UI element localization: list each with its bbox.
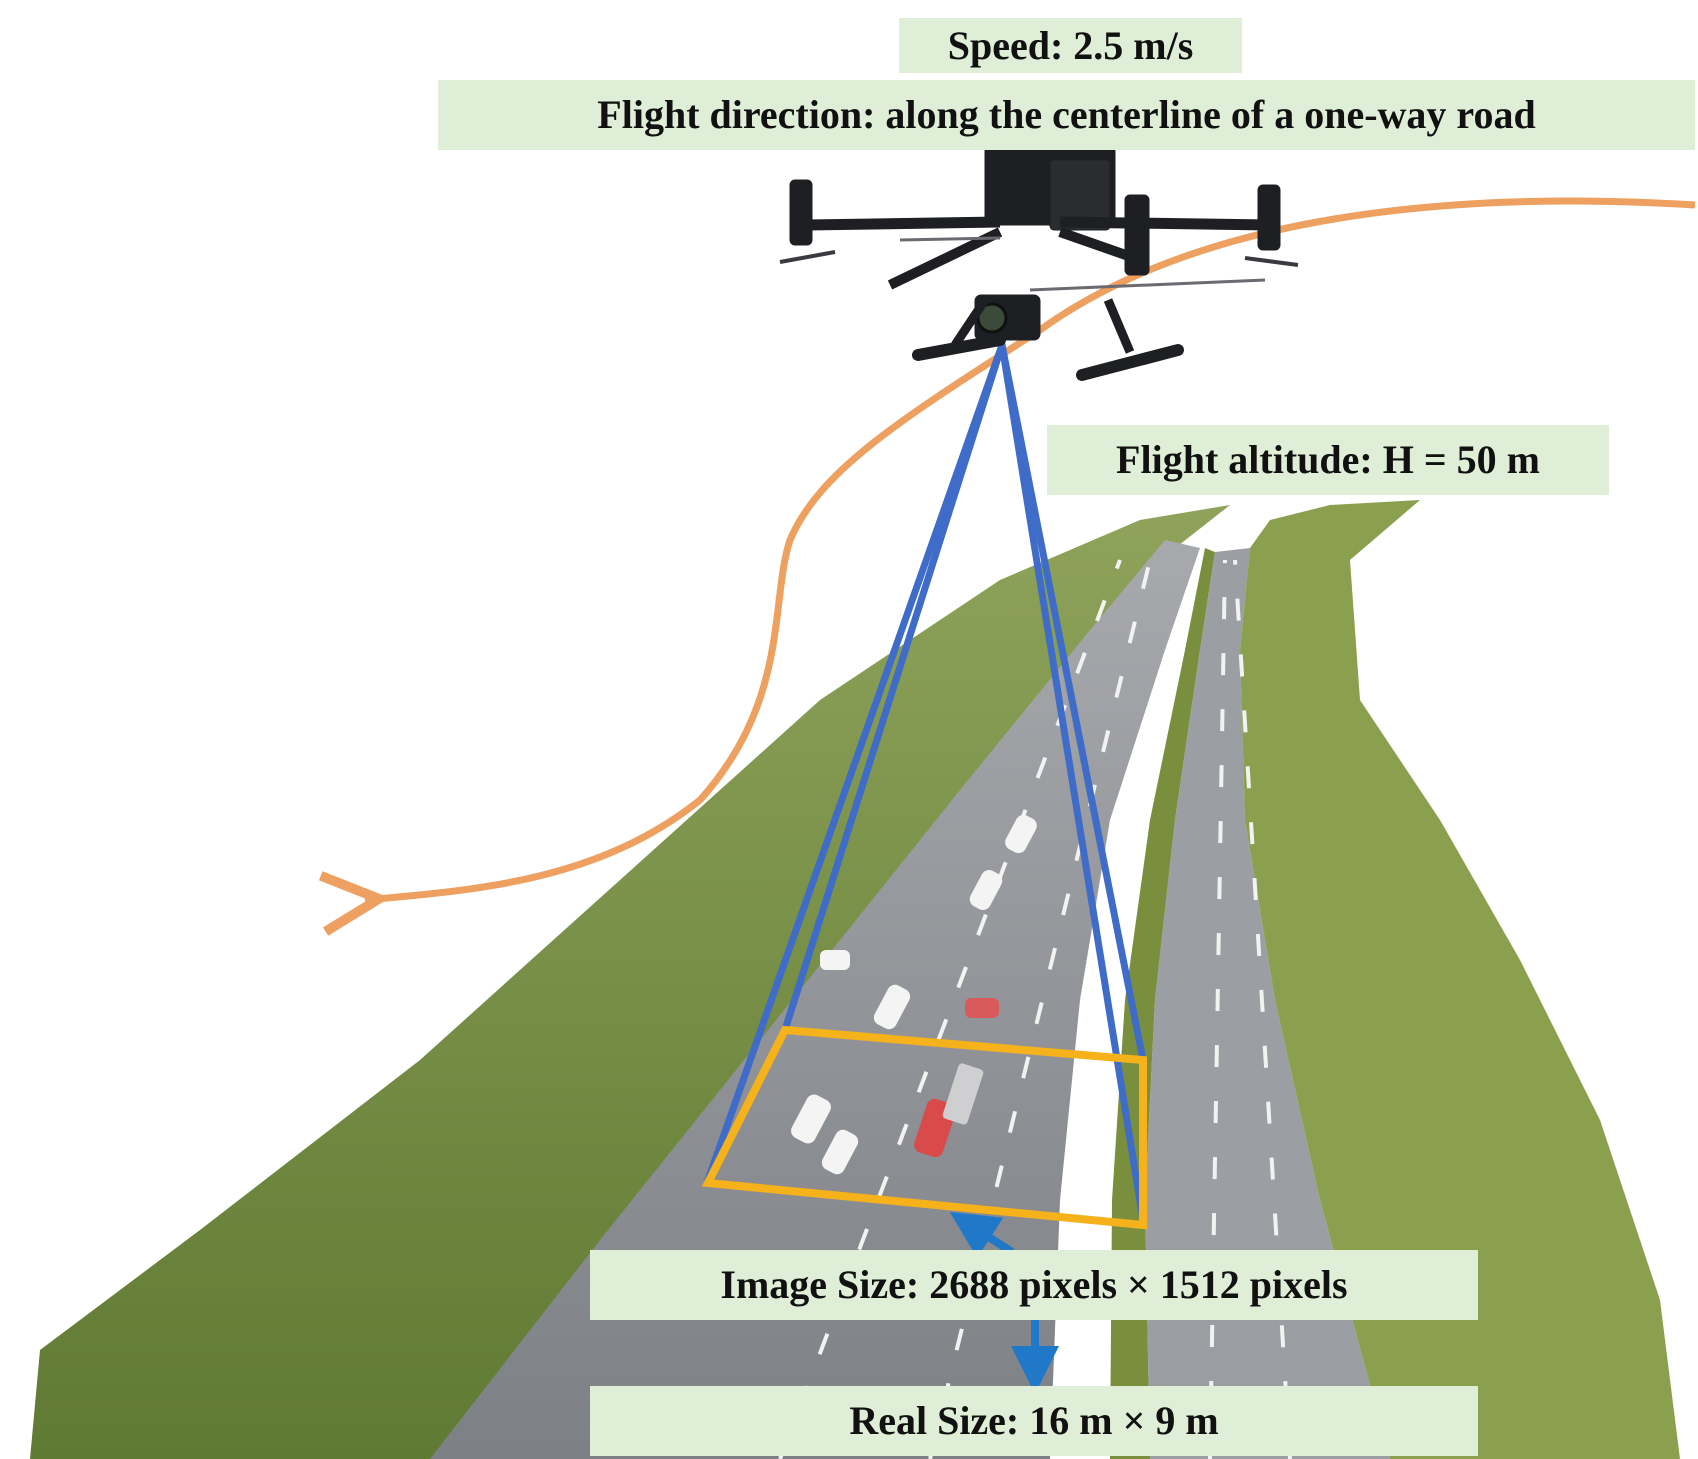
quadcopter-drone-icon	[779, 144, 1299, 381]
arrow-up-left-icon	[949, 1212, 1015, 1259]
left-roadside-vegetation	[30, 505, 1230, 1459]
median-strip	[1110, 548, 1215, 1459]
flight-direction-label: Flight direction: along the centerline o…	[438, 80, 1695, 150]
flight-path-arrow	[365, 197, 1696, 900]
vehicles	[791, 814, 1037, 1175]
real-size-label: Real Size: 16 m × 9 m	[590, 1386, 1478, 1456]
left-carriageway	[430, 540, 1200, 1459]
speed-label: Speed: 2.5 m/s	[899, 18, 1242, 73]
image-size-label: Image Size: 2688 pixels × 1512 pixels	[590, 1250, 1478, 1320]
right-roadside-vegetation	[1240, 500, 1680, 1459]
image-footprint	[701, 1025, 1147, 1230]
right-carriageway	[1145, 548, 1390, 1459]
camera-frustum	[704, 341, 1147, 1224]
flight-altitude-label: Flight altitude: H = 50 m	[1047, 425, 1609, 495]
